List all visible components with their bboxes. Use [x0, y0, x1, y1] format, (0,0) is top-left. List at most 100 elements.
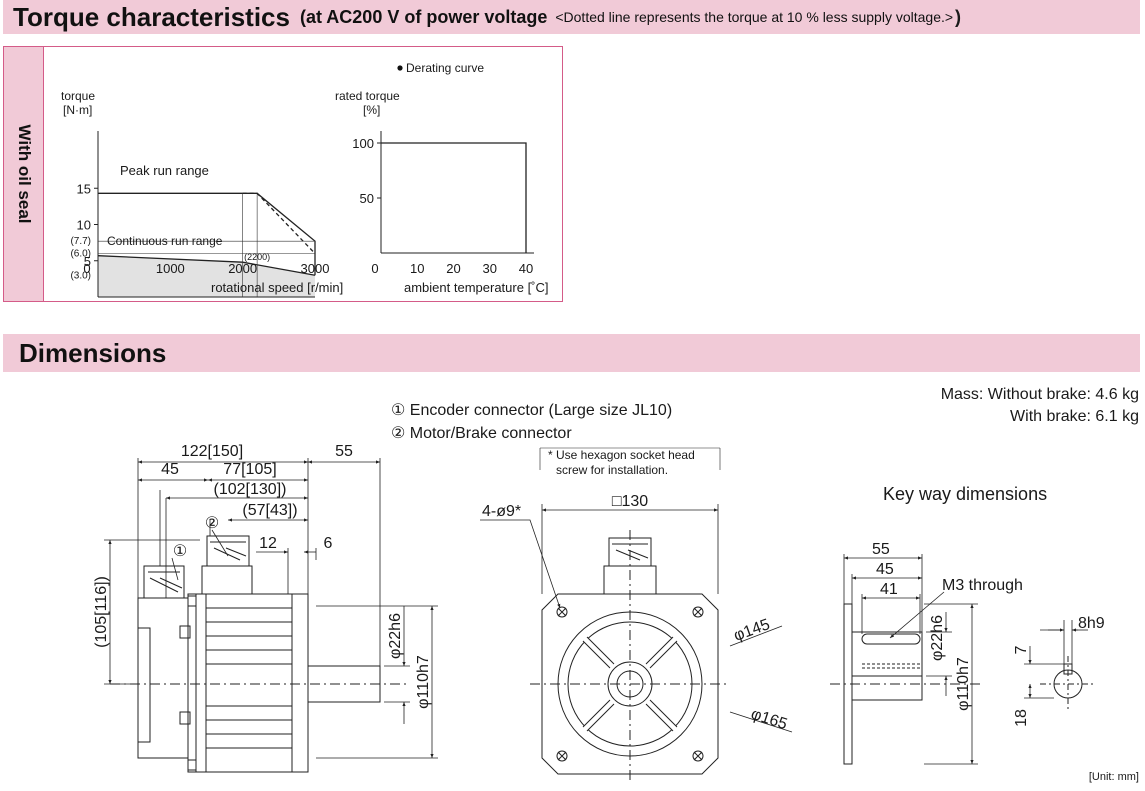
- chart1-ylabel-line2: [N·m]: [63, 103, 92, 117]
- hex-note-line1: * Use hexagon socket head: [548, 448, 695, 462]
- keyway-width: 8h9: [1078, 615, 1105, 632]
- chart1-y-ticks: 15 10 (7.7) (6.0)5(3.0): [70, 181, 98, 281]
- chart1-y-tick: 10: [77, 218, 91, 233]
- marker-power: ②: [205, 515, 219, 532]
- front-view-labels: □130 4-ø9* φ145 φ165 * Use hexagon socke…: [482, 448, 789, 733]
- bolt: [179, 711, 191, 725]
- keyway-labels: 55 45 41 M3 through φ22h6 φ110h7 8h9 7 1…: [872, 541, 1105, 727]
- chart1-x-tick: 3000: [301, 261, 330, 276]
- chart1-ylabel-line1: torque: [61, 89, 95, 103]
- chart1-continuous-region-label: Continuous run range: [107, 234, 223, 248]
- motor-connector-legend: ② Motor/Brake connector: [391, 425, 572, 442]
- chart2-ylabel-line1: rated torque: [335, 89, 400, 103]
- chart1-x-tick: 1000: [156, 261, 185, 276]
- oil-seal-label-panel: With oil seal: [4, 47, 44, 301]
- unit-label: [Unit: mm]: [1088, 771, 1139, 783]
- hex-note-line2: screw for installation.: [556, 463, 668, 477]
- dimensions-section-header: Dimensions: [3, 334, 1140, 372]
- front-flange: [541, 593, 719, 775]
- chart2-x-tick: 0: [371, 261, 378, 276]
- chart2-legend: Derating curve: [406, 61, 484, 75]
- chart1-y-tick: (6.0): [70, 249, 91, 260]
- chart2-ylabel-line2: [%]: [363, 103, 380, 117]
- motor-flange-ring: [195, 593, 207, 773]
- chart1-x-annotation: (2200): [244, 252, 270, 262]
- keyway-spigot-diameter: φ110h7: [955, 657, 972, 711]
- chart1-y-tick: 15: [77, 181, 91, 196]
- chart2-plot: [380, 131, 534, 254]
- torque-chart-panel: With oil seal torque [N·m] 15 10 (7.7) (6.0…: [3, 46, 563, 302]
- chart2-x-tick: 10: [410, 261, 424, 276]
- chart2-x-tick: 20: [446, 261, 460, 276]
- marker-encoder: ①: [173, 543, 187, 560]
- bolt: [187, 759, 197, 771]
- dim-pcd-145: φ145: [732, 616, 773, 645]
- chart1-y-tick: (3.0): [70, 270, 91, 281]
- chart2-y-ticks: 100 50: [352, 136, 381, 206]
- chart2-x-tick: 40: [519, 261, 533, 276]
- chart1-x-ticks: 0 1000 2000 3000: [83, 261, 329, 276]
- mount-hole: [556, 750, 568, 762]
- bolt: [187, 595, 197, 607]
- dim-45: 45: [161, 461, 179, 478]
- encoder-connector-grip: [148, 571, 183, 593]
- mount-hole: [692, 606, 704, 618]
- front-view: [530, 447, 730, 780]
- torque-section-header: Torque characteristics (at AC200 V of po…: [3, 0, 1140, 34]
- dim-shaft-diameter: φ22h6: [387, 613, 404, 659]
- keyway-title: Key way dimensions: [883, 484, 1048, 504]
- dim-77-105: 77[105]: [223, 461, 276, 478]
- keyway-shaft-diameter: φ22h6: [929, 615, 946, 661]
- keyway-depth-7: 7: [1013, 645, 1030, 654]
- dimensions-title: Dimensions: [19, 337, 167, 368]
- power-connector-base: [201, 565, 253, 595]
- encoder-connector-legend: ① Encoder connector (Large size JL10): [391, 402, 673, 419]
- chart2-y-tick: 100: [352, 136, 374, 151]
- encoder-cover-edge: [138, 627, 151, 743]
- chart1-y-tick: (7.7): [70, 236, 91, 247]
- dim-122-150: 122[150]: [181, 443, 243, 460]
- legend-bullet-icon: [397, 65, 403, 71]
- dim-102-130: (102[130]): [214, 481, 287, 498]
- mount-hole: [556, 606, 568, 618]
- mass-with-brake: With brake: 6.1 kg: [1010, 408, 1139, 425]
- dim-spigot-diameter: φ110h7: [415, 655, 432, 709]
- chart1-x-tick: 2000: [228, 261, 257, 276]
- power-connector: [206, 535, 250, 567]
- chart1-xlabel: rotational speed [r/min]: [211, 280, 343, 295]
- motor-flange: [291, 593, 309, 773]
- torque-note: <Dotted line represents the torque at 10…: [555, 9, 954, 25]
- power-connector-grip: [210, 541, 247, 561]
- mass-without-brake: Mass: Without brake: 4.6 kg: [940, 386, 1139, 403]
- keyway-shaft-lower: [852, 675, 923, 701]
- dim-55: 55: [335, 443, 353, 460]
- cooling-fins: [206, 607, 292, 749]
- chart1-y-tick: 5: [84, 254, 91, 269]
- torque-title: Torque characteristics: [13, 1, 290, 32]
- dim-pcd-165: φ165: [749, 706, 790, 734]
- side-view-dimensions: [104, 458, 438, 759]
- bolt: [179, 625, 191, 639]
- dim-12: 12: [259, 535, 277, 552]
- derating-curve-line: [381, 142, 527, 253]
- chart2-y-tick: 50: [360, 191, 374, 206]
- torque-subtitle: (at AC200 V of power voltage: [299, 6, 548, 27]
- keyway-dim-45: 45: [876, 561, 894, 578]
- chart1-area: [97, 131, 316, 298]
- encoder-connector: [143, 565, 185, 599]
- key-slot: [861, 633, 921, 645]
- chart2-xlabel: ambient temperature [˚C]: [404, 280, 549, 295]
- dim-height: (105[116]): [93, 576, 110, 648]
- chart1-x-tick: 0: [83, 261, 90, 276]
- mount-hole: [692, 750, 704, 762]
- encoder-cover: [137, 597, 189, 759]
- dim-holes: 4-ø9*: [482, 503, 521, 520]
- dim-57-43: (57[43]): [242, 502, 297, 519]
- side-view: [110, 535, 410, 773]
- torque-subtitle-close: ): [955, 6, 962, 27]
- keyway-dim-41: 41: [880, 581, 898, 598]
- keyway-view: [830, 603, 1094, 765]
